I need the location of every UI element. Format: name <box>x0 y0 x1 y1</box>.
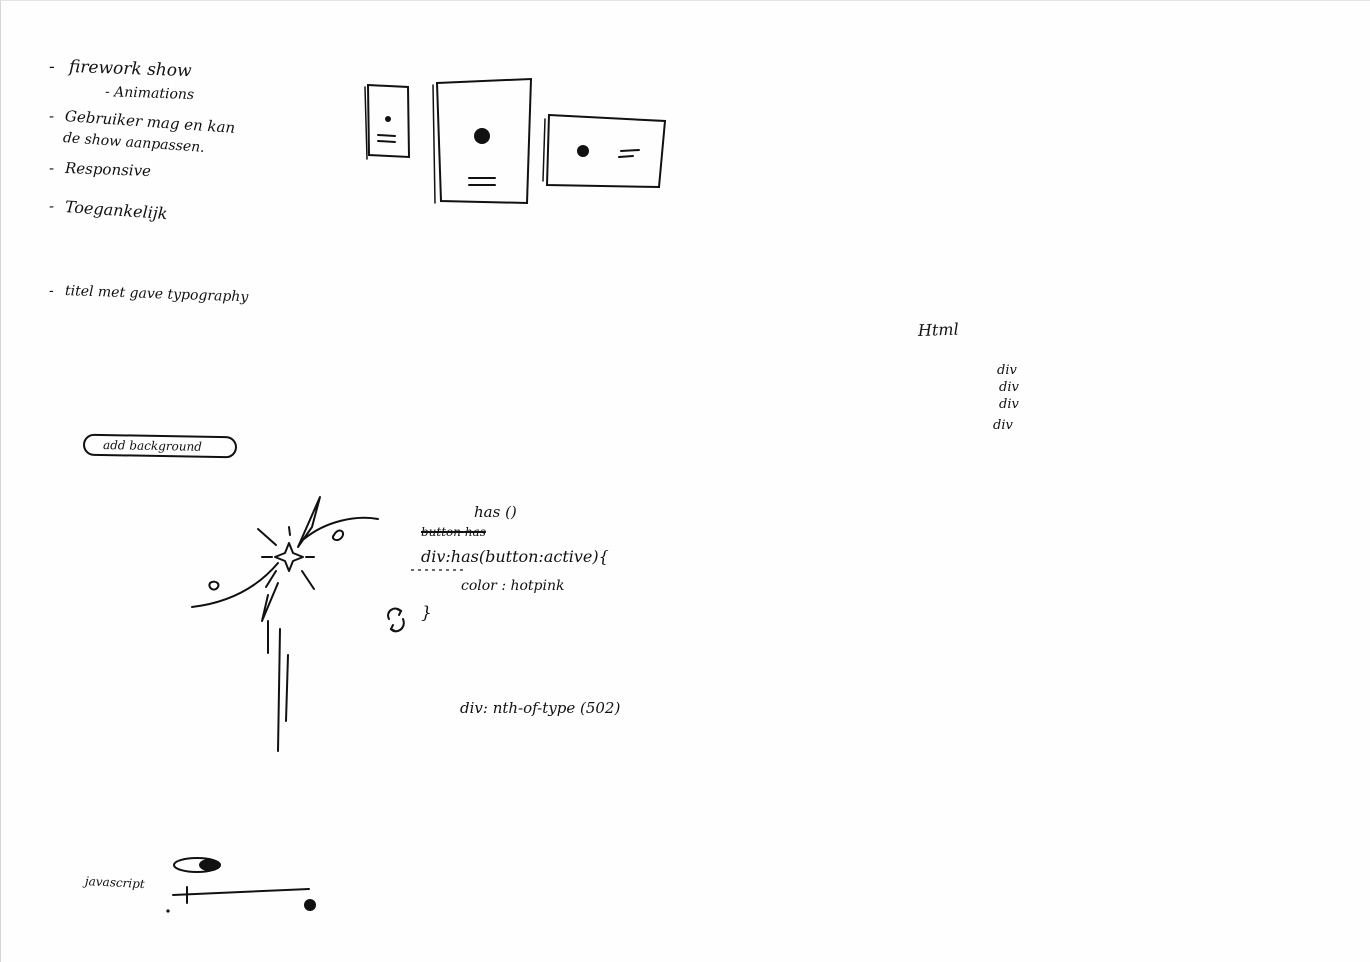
css-has-note: has () <box>474 503 517 521</box>
note-show-aanpassen: de show aanpassen. <box>62 130 206 156</box>
refresh-icon <box>387 607 405 633</box>
add-background-button-sketch: add background <box>82 433 238 459</box>
css-color-declaration: color : hotpink <box>461 578 565 594</box>
dotted-underline-sketch <box>411 569 467 571</box>
add-background-label: add background <box>102 438 203 454</box>
html-div-2: div <box>999 380 1019 395</box>
note-bullet: - <box>49 197 55 215</box>
note-animations: - Animations <box>104 84 195 104</box>
note-bullet: - <box>49 159 55 177</box>
css-has-selector: div:has(button:active){ <box>421 547 609 566</box>
note-bullet: - <box>49 283 54 299</box>
html-div-1: div <box>997 363 1017 378</box>
toggle-slider-sketch <box>166 857 316 913</box>
html-div-4: div <box>993 418 1013 433</box>
note-responsive: Responsive <box>64 159 152 180</box>
note-titel-typography: titel met gave typography <box>64 283 249 306</box>
note-firework-show: firework show <box>68 57 192 82</box>
firework-sketch <box>191 496 379 752</box>
css-close-brace: } <box>421 603 432 623</box>
device-wireframes-sketch <box>364 77 667 205</box>
html-root-label: Html <box>917 319 959 340</box>
note-bullet: - <box>49 107 55 125</box>
javascript-label: javascript <box>84 874 146 892</box>
note-bullet: - <box>49 57 55 77</box>
note-toegankelijk: Toegankelijk <box>64 197 169 224</box>
css-struck-note: button has <box>421 525 486 539</box>
css-nth-of-type: div: nth-of-type (502) <box>460 699 621 717</box>
html-div-3: div <box>999 397 1019 412</box>
